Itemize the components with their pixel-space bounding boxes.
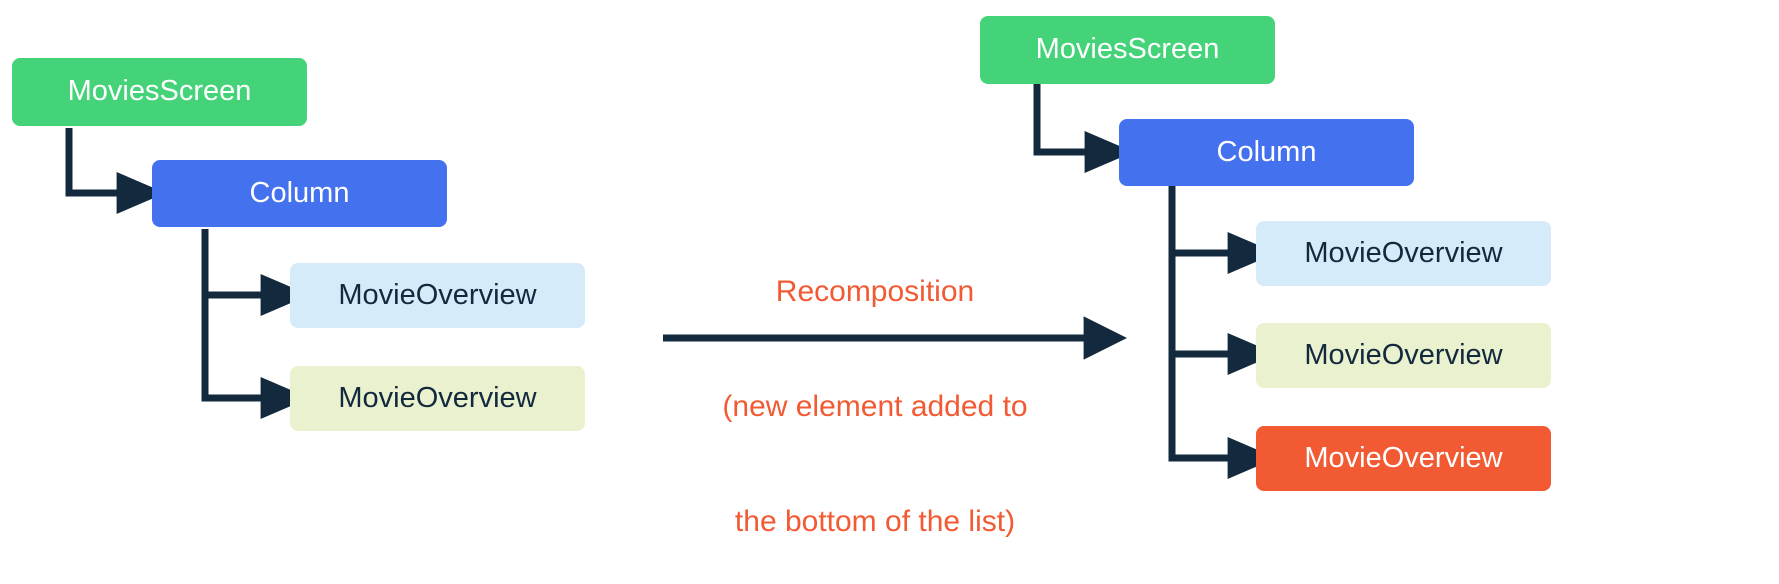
- right-edge-column-to-child-2: [1168, 253, 1277, 375]
- right-node-movieoverview-2-label: MovieOverview: [1304, 338, 1503, 371]
- right-edge-moviesscreen-to-column: [1033, 84, 1134, 173]
- left-node-column-label: Column: [249, 176, 350, 209]
- left-node-movieoverview-1-label: MovieOverview: [338, 278, 537, 311]
- left-node-movieoverview-1[interactable]: MovieOverview: [290, 263, 585, 328]
- transition-caption-line-3: the bottom of the list): [734, 505, 1016, 539]
- right-edge-column-to-child-1: [1168, 186, 1277, 274]
- right-edge-column-to-child-3: [1168, 354, 1277, 479]
- transition-caption-line-1: Recomposition: [775, 274, 975, 308]
- right-node-movieoverview-1-label: MovieOverview: [1304, 236, 1503, 269]
- right-node-movieoverview-3[interactable]: MovieOverview: [1256, 426, 1551, 491]
- right-node-column-label: Column: [1216, 135, 1317, 168]
- left-edge-column-to-child-2: [201, 295, 310, 419]
- right-node-moviesscreen-label: MoviesScreen: [1035, 33, 1220, 66]
- transition-caption: Recomposition (new element added to the …: [660, 196, 1090, 584]
- left-node-moviesscreen-label: MoviesScreen: [67, 75, 252, 108]
- right-node-movieoverview-1[interactable]: MovieOverview: [1256, 221, 1551, 286]
- left-node-movieoverview-2-label: MovieOverview: [338, 381, 537, 414]
- left-node-movieoverview-2[interactable]: MovieOverview: [290, 366, 585, 431]
- left-edge-moviesscreen-to-column: [65, 128, 166, 214]
- left-edge-column-to-child-1: [201, 229, 310, 316]
- right-node-moviesscreen[interactable]: MoviesScreen: [980, 16, 1275, 84]
- left-node-column[interactable]: Column: [152, 160, 447, 227]
- right-node-movieoverview-2[interactable]: MovieOverview: [1256, 323, 1551, 388]
- left-node-moviesscreen[interactable]: MoviesScreen: [12, 58, 307, 126]
- right-node-column[interactable]: Column: [1119, 119, 1414, 186]
- transition-caption-line-2: (new element added to: [722, 389, 1028, 423]
- right-node-movieoverview-3-label: MovieOverview: [1304, 441, 1503, 474]
